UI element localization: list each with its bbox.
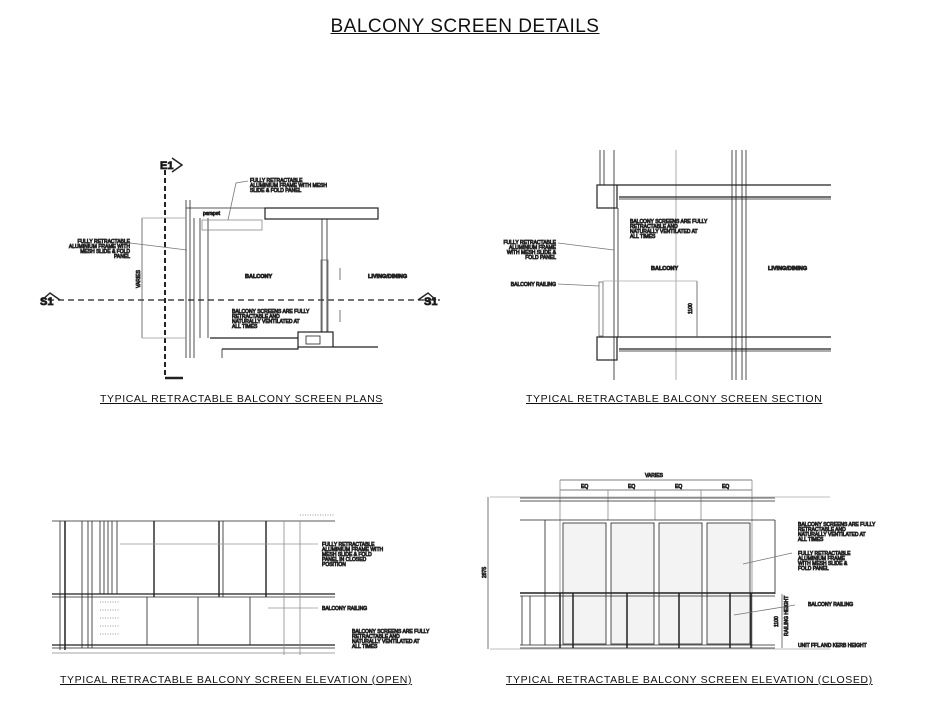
railing-dimension: 1100 — [688, 303, 694, 314]
eq-dimension: EQ — [722, 484, 729, 490]
eq-dimension: EQ — [628, 484, 635, 490]
elevation-open-view: FULLY RETRACTABLE ALUMINIUM FRAME WITH M… — [52, 514, 430, 655]
plan-note-left: PANEL — [114, 254, 130, 260]
section-view: BALCONY SCREENS ARE FULLY RETRACTABLE AN… — [503, 150, 831, 380]
closed-note-ventilated: RETRACTABLE AND — [798, 527, 846, 533]
railing-height-label: RAILING HEIGHT — [784, 596, 790, 636]
closed-note-frame: FOLD PANEL — [798, 566, 829, 572]
plan-caption: TYPICAL RETRACTABLE BALCONY SCREEN PLANS — [100, 393, 383, 405]
open-note-frame: MESH SLIDE & FOLD — [322, 552, 372, 558]
elevation-closed-view: VARIES EQ EQ EQ EQ 2875 1100 RAILING HEI… — [482, 473, 876, 650]
parapet-label: parapet — [203, 211, 221, 217]
section-note-frame: FULLY RETRACTABLE — [503, 240, 556, 246]
eq-dimension: EQ — [581, 484, 588, 490]
drawing-title: BALCONY SCREEN DETAILS — [330, 16, 600, 37]
plan-note-frame: SLIDE & FOLD PANEL — [250, 188, 302, 194]
railing-dimension: 1100 — [774, 616, 780, 627]
living-dining-label: LIVING/DINING — [768, 266, 807, 272]
plan-note-frame: FULLY RETRACTABLE — [250, 178, 303, 184]
height-dimension: 2875 — [482, 567, 488, 578]
section-caption: TYPICAL RETRACTABLE BALCONY SCREEN SECTI… — [526, 393, 823, 405]
plan-note-ventilated: RETRACTABLE AND — [232, 314, 280, 320]
section-note-ventilated: BALCONY SCREENS ARE FULLY — [630, 219, 708, 225]
plan-note-ventilated: ALL TIMES — [232, 324, 258, 330]
balcony-label: BALCONY — [245, 274, 273, 280]
section-marker-left: S1 — [40, 296, 53, 308]
section-note-ventilated: NATURALLY VENTILATED AT — [630, 229, 698, 235]
open-note-frame: FULLY RETRACTABLE — [322, 542, 375, 548]
closed-note-ventilated: ALL TIMES — [798, 537, 824, 543]
living-dining-label: LIVING/DINING — [368, 274, 407, 280]
section-note-ventilated: RETRACTABLE AND — [630, 224, 678, 230]
open-note-frame: PANEL IN CLOSED — [322, 557, 367, 563]
section-railing-label: BALCONY RAILING — [511, 282, 556, 288]
open-note-frame: POSITION — [322, 562, 346, 568]
plan-note-frame: ALUMINIUM FRAME WITH MESH — [250, 183, 327, 189]
elevation-closed-caption: TYPICAL RETRACTABLE BALCONY SCREEN ELEVA… — [506, 674, 873, 686]
open-note-ventilated: RETRACTABLE AND — [352, 634, 400, 640]
open-note-ventilated: ALL TIMES — [352, 644, 378, 650]
closed-note-frame: ALUMINIUM FRAME — [798, 556, 846, 562]
open-note-ventilated: BALCONY SCREENS ARE FULLY — [352, 629, 430, 635]
varies-dimension: VARIES — [645, 473, 664, 479]
open-railing-label: BALCONY RAILING — [322, 606, 367, 612]
plan-note-ventilated: NATURALLY VENTILATED AT — [232, 319, 300, 325]
elevation-open-caption: TYPICAL RETRACTABLE BALCONY SCREEN ELEVA… — [60, 674, 413, 686]
section-note-frame: WITH MESH SLIDE & — [507, 250, 557, 256]
closed-note-frame: WITH MESH SLIDE & — [798, 561, 848, 567]
section-marker-right: S1 — [424, 296, 437, 308]
closed-note-ventilated: NATURALLY VENTILATED AT — [798, 532, 866, 538]
closed-note-frame: FULLY RETRACTABLE — [798, 551, 851, 557]
closed-note-ventilated: BALCONY SCREENS ARE FULLY — [798, 522, 876, 528]
open-note-frame: ALUMINIUM FRAME WITH — [322, 547, 383, 553]
eq-dimension: EQ — [675, 484, 682, 490]
section-note-frame: ALUMINIUM FRAME — [509, 245, 557, 251]
ffl-label: UNIT FFL AND KERB HEIGHT — [798, 643, 867, 649]
open-note-ventilated: NATURALLY VENTILATED AT — [352, 639, 420, 645]
plan-note-left: FULLY RETRACTABLE — [77, 239, 130, 245]
section-note-ventilated: ALL TIMES — [630, 234, 656, 240]
balcony-label: BALCONY — [651, 266, 679, 272]
plan-note-left: MESH SLIDE & FOLD — [80, 249, 130, 255]
closed-railing-label: BALCONY RAILING — [808, 602, 853, 608]
plan-note-left: ALUMINIUM FRAME WITH — [69, 244, 130, 250]
elevation-marker-label: E1 — [160, 160, 173, 172]
plan-note-ventilated: BALCONY SCREENS ARE FULLY — [232, 309, 310, 315]
plan-view: E1 S1 S1 FULLY RETRACTABLE ALUMINIUM FRA… — [40, 157, 440, 380]
varies-dimension: VARIES — [136, 269, 142, 288]
section-note-frame: FOLD PANEL — [525, 255, 556, 261]
